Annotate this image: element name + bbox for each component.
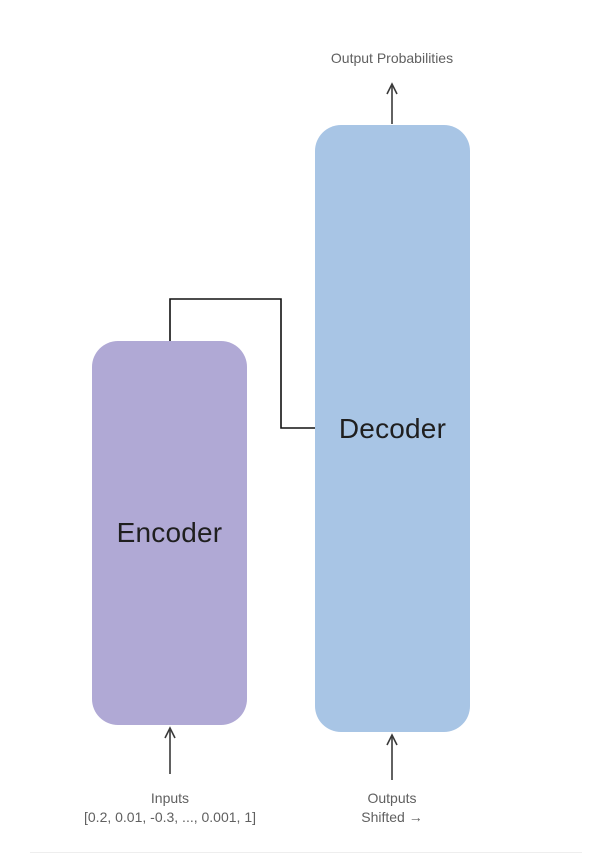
outputs-shifted-label: Shifted →: [361, 809, 423, 825]
outputs-label: Outputs: [367, 790, 417, 806]
bottom-divider: [30, 852, 582, 853]
output-probabilities-arrowhead: [386, 82, 398, 95]
inputs-label: Inputs: [150, 790, 190, 806]
decoder-block: Decoder: [315, 125, 470, 732]
decoder-label: Decoder: [338, 412, 447, 444]
encoder-block: Encoder: [92, 341, 247, 725]
encoder-label: Encoder: [116, 517, 223, 548]
inputs-arrowhead: [164, 726, 176, 739]
inputs-values: [0.2, 0.01, -0.3, ..., 0.001, 1]: [84, 809, 256, 825]
output-probabilities-label: Output Probabilities: [330, 50, 454, 66]
outputs-arrowhead: [386, 733, 398, 746]
